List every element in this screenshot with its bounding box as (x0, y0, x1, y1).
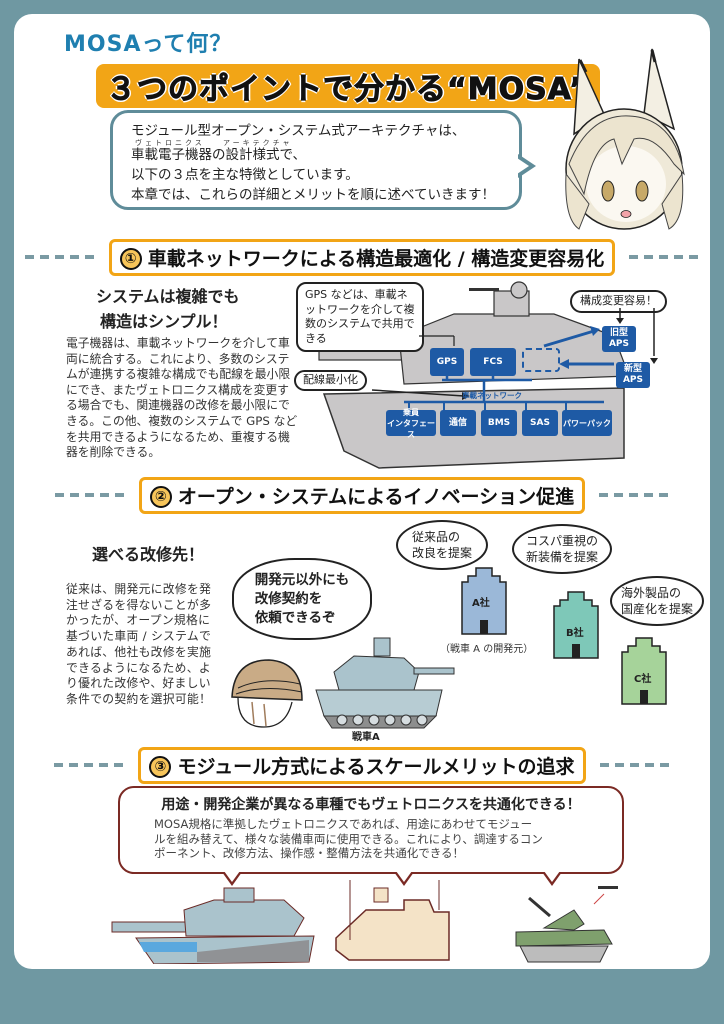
speech-tail-aa-inner (544, 871, 560, 882)
section-3-headline: 用途・開発企業が異なる車種でもヴェトロニクスを共通化できる！ (161, 797, 581, 813)
company-a-note: （戦車 A の開発元） (440, 644, 534, 655)
main-battle-tank-illustration (111, 887, 315, 964)
module-bms: BMS (481, 410, 517, 436)
dashed-divider-left (24, 255, 95, 259)
intro-speech-bubble: モジュール型オープン・システム式アーキテクチャは、 ヴェトロニクス アーキテクチ… (110, 110, 522, 210)
speech-tail-apc-inner (396, 871, 412, 882)
company-a-speech: 従来品の 改良を提案 (396, 520, 488, 570)
section-1-title-text: 車載ネットワークによる構造最適化 / 構造変更容易化 (147, 247, 605, 270)
tank-a-label: 戦車A (352, 732, 380, 743)
soldier-and-tank-illustration (231, 637, 455, 729)
page: MOSAって何？ ３つのポイントで分かる“MOSA” モジュール型オープン・シス… (14, 14, 710, 969)
section-3-body-line-1: MOSA規格に準拠したヴェトロニクスであれば、用途にあわせてモジュー (154, 817, 533, 831)
speech-tail-tank-inner (224, 871, 240, 882)
company-c-speech-text: 海外製品の 国産化を提案 (620, 586, 693, 616)
empty-module-slot (522, 348, 560, 372)
drone-icon (598, 886, 618, 889)
company-c-speech: 海外製品の 国産化を提案 (610, 576, 704, 626)
section-1-body: 電子機器は、車載ネットワークを介して車両に統合する。これにより、多数のシステムが… (66, 336, 298, 460)
module-gps: GPS (430, 348, 464, 376)
section-2-subheading: 選べる改修先！ (92, 545, 205, 564)
section-3-title-text: モジュール方式によるスケールメリットの追求 (177, 755, 575, 778)
dashed-divider-right (629, 255, 700, 259)
dashed-divider-left (54, 493, 125, 497)
company-b-speech: コスパ重視の 新装備を提案 (512, 524, 612, 574)
section-3-number: ③ (149, 755, 172, 778)
right-eye-icon (635, 180, 649, 202)
fox-girl-character-illustration (565, 48, 685, 230)
soldier-speech-text: 開発元以外にも 改修契約を 依頼できるぞ (254, 571, 350, 626)
main-title-text: ３つのポイントで分かる“MOSA” (106, 72, 590, 108)
left-eye-icon (601, 180, 615, 202)
section-3-speech-box: 用途・開発企業が異なる車種でもヴェトロニクスを共通化できる！ MOSA規格に準拠… (118, 786, 624, 874)
section-2-body: 従来は、開発元に改修を発注せざるを得ないことが多かったが、オープン規格に基づいた… (66, 582, 212, 706)
module-new-aps: 新型 APS (616, 362, 650, 388)
module-old-aps: 旧型 APS (602, 326, 636, 352)
company-b-name: B社 (566, 624, 584, 639)
soldier-speech-bubble: 開発元以外にも 改修契約を 依頼できるぞ (232, 558, 372, 640)
tank-a-illustration (315, 637, 455, 729)
module-fcs: FCS (470, 348, 516, 376)
kicker-title: MOSAって何？ (64, 32, 233, 57)
face (586, 146, 666, 222)
anti-air-vehicle-illustration (515, 886, 618, 963)
gps-callout: GPS などは、車載ネットワークを介して複数のシステムで共用できる (296, 282, 424, 352)
section-3-body-line-2: ルを組み替えて、様々な装備車両に使用できる。これにより、調達するコン (154, 831, 543, 846)
intro-line-1: モジュール型オープン・システム式アーキテクチャは、 (131, 123, 466, 139)
company-a-speech-text: 従来品の 改良を提案 (411, 530, 472, 560)
subheading-line-1: システムは複雑でも (96, 287, 240, 306)
mouth-icon (620, 210, 632, 218)
arrow-to-old-aps (543, 329, 595, 348)
network-label: 車載ネットワーク (462, 391, 522, 400)
module-sas: SAS (522, 410, 558, 436)
dashed-divider-left (54, 763, 125, 767)
dashed-divider-right (599, 763, 670, 767)
module-comms: 通信 (440, 410, 476, 436)
company-a-name: A社 (472, 594, 490, 609)
module-powerpack: パワーパック (562, 410, 612, 436)
section-3-body-line-3: ポーネント、改修方法、操作感・整備方法を共通化できる！ (154, 846, 465, 860)
dashed-divider-right (599, 493, 670, 497)
section-1-subheading: システムは複雑でも 構造はシンプル！ (96, 284, 240, 334)
section-1-number: ① (119, 247, 142, 270)
company-c-name: C社 (634, 670, 652, 685)
subheading-line-2: 構造はシンプル！ (100, 312, 228, 331)
company-b-speech-text: コスパ重視の 新装備を提案 (525, 534, 598, 564)
wiring-callout: 配線最小化 (294, 370, 367, 391)
soldier-helmet-icon (231, 659, 303, 728)
network-lines (371, 308, 658, 410)
intro-line-2: 車載電子機器の設計様式で、 (131, 147, 306, 163)
main-title: ３つのポイントで分かる“MOSA” (96, 64, 600, 108)
armored-personnel-carrier-illustration (335, 880, 450, 961)
intro-line-4: 本章では、これらの詳細とメリットを順に述べていきます！ (131, 187, 495, 203)
vehicles-row (111, 880, 618, 964)
section-2-number: ② (149, 485, 172, 508)
module-crew-interface: 乗員 インタフェース (386, 407, 436, 439)
ruby-architecture: アーキテクチャ (223, 139, 293, 147)
ruby-vetronics: ヴェトロニクス (135, 139, 205, 147)
reconfig-callout: 構成変更容易！ (570, 290, 667, 313)
intro-bubble-tail-inner (517, 158, 529, 174)
section-2-title-text: オープン・システムによるイノベーション促進 (177, 485, 575, 508)
intro-line-3: 以下の３点を主な特徴としています。 (131, 167, 359, 183)
